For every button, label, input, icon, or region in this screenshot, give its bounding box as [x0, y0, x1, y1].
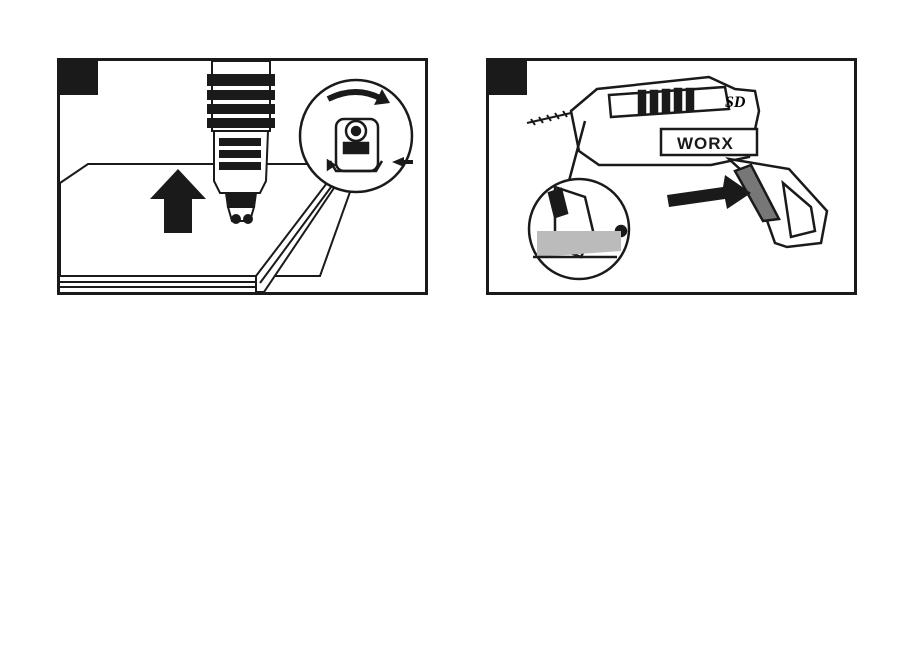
wood-board [60, 164, 360, 292]
remove-bit-illustration [60, 61, 425, 292]
step-number-tab [60, 61, 98, 95]
detail-zoom-circle [300, 80, 413, 192]
brand-label: WORX [677, 134, 734, 153]
illustration-panel-remove-bit [57, 58, 428, 295]
screw-icon [527, 111, 571, 125]
step-number-tab [489, 61, 527, 95]
illustration-panel-insert-bit: SD WORX [486, 58, 857, 295]
model-label: SD [725, 94, 746, 111]
arrow-right-icon [667, 175, 751, 209]
insert-bit-illustration: SD WORX [489, 61, 854, 292]
